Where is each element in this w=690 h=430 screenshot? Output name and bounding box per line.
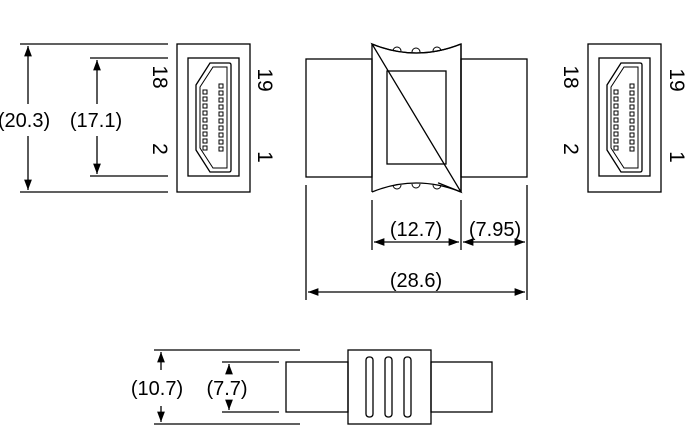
pin-label-19: 19 [665, 68, 688, 91]
hdmi-port-icon [587, 43, 662, 193]
dim-center-length: (12.7) [390, 219, 442, 241]
pin-label-1: 1 [253, 151, 276, 163]
pin-label-2: 2 [148, 143, 171, 155]
hdmi-port-icon [176, 43, 251, 193]
bottom-view: (10.7) (7.7) [131, 349, 493, 425]
front-view: (20.3) (17.1) 18 2 19 1 [0, 43, 276, 193]
dim-end-length: (7.95) [469, 219, 521, 241]
pin-label-19: 19 [253, 68, 276, 91]
pin-label-2: 2 [559, 143, 582, 155]
dim-inner-height: (17.1) [70, 110, 122, 132]
end-view: 18 2 19 1 [559, 43, 688, 193]
pin-label-18: 18 [148, 65, 171, 88]
side-view: (12.7) (7.95) (28.6) [305, 42, 528, 300]
dim-inner-height: (7.7) [206, 378, 247, 400]
dim-total-length: (28.6) [390, 270, 442, 292]
pin-label-18: 18 [559, 65, 582, 88]
pin-label-1: 1 [665, 151, 688, 163]
dim-outer-height: (10.7) [131, 378, 183, 400]
dim-outer-height: (20.3) [0, 110, 50, 132]
